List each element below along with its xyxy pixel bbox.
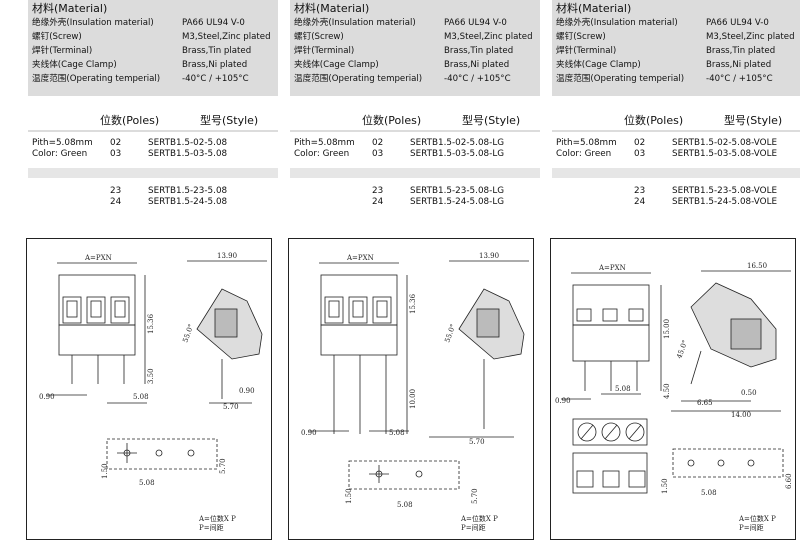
svg-text:5.08: 5.08 xyxy=(133,393,149,401)
svg-text:1.50: 1.50 xyxy=(345,488,353,504)
svg-text:45.0°: 45.0° xyxy=(675,339,689,360)
spec-row: 夹线体(Cage Clamp)Brass,Ni plated xyxy=(556,60,772,70)
svg-text:5.70: 5.70 xyxy=(469,438,485,446)
svg-text:13.90: 13.90 xyxy=(479,252,499,260)
svg-text:6.60: 6.60 xyxy=(785,473,793,489)
svg-text:0.90: 0.90 xyxy=(555,397,571,405)
svg-text:4.50: 4.50 xyxy=(663,383,671,399)
svg-text:5.08: 5.08 xyxy=(615,385,631,393)
technical-drawing-1: A=PXN 13.90 15.36 55.0° 0.90 5.08 3.50 0… xyxy=(26,238,272,540)
style-table-header: 位数(Poles)型号(Style) xyxy=(100,114,259,127)
divider xyxy=(552,130,800,132)
spec-row: 夹线体(Cage Clamp)Brass,Ni plated xyxy=(32,60,248,70)
svg-text:15.36: 15.36 xyxy=(409,293,417,314)
divider xyxy=(290,130,540,132)
svg-text:55.0°: 55.0° xyxy=(443,323,457,344)
svg-text:6.65: 6.65 xyxy=(697,399,713,407)
drawing-svg: A=PXN 13.90 15.36 55.0° 0.90 5.08 10.00 … xyxy=(301,252,529,532)
divider xyxy=(290,168,540,178)
svg-text:3.50: 3.50 xyxy=(147,368,155,384)
svg-text:5.70: 5.70 xyxy=(219,458,227,474)
svg-text:15.36: 15.36 xyxy=(147,313,155,334)
svg-text:A=位数X P: A=位数X P xyxy=(198,514,236,523)
material-title: 材料(Material) xyxy=(32,2,108,15)
svg-text:15.00: 15.00 xyxy=(663,319,671,339)
svg-text:0.90: 0.90 xyxy=(301,429,317,437)
spec-row: 螺钉(Screw)M3,Steel,Zinc plated xyxy=(556,32,795,42)
svg-text:A=位数X P: A=位数X P xyxy=(460,514,498,523)
svg-text:5.08: 5.08 xyxy=(139,479,155,487)
material-title: 材料(Material) xyxy=(294,2,370,15)
drawing-svg: A=PXN 13.90 15.36 55.0° 0.90 5.08 3.50 0… xyxy=(39,252,267,532)
svg-text:P=间距: P=间距 xyxy=(199,524,224,532)
svg-text:13.90: 13.90 xyxy=(217,252,237,260)
svg-text:1.50: 1.50 xyxy=(101,463,109,479)
material-spec-block: 材料(Material) 绝缘外壳(Insulation material)PA… xyxy=(290,0,540,96)
svg-text:A=PXN: A=PXN xyxy=(598,264,626,272)
svg-text:5.08: 5.08 xyxy=(397,501,413,509)
divider xyxy=(552,168,800,178)
svg-text:1.50: 1.50 xyxy=(661,478,669,494)
spec-row: 焊针(Terminal)Brass,Tin plated xyxy=(294,46,514,56)
svg-text:16.50: 16.50 xyxy=(747,262,767,270)
technical-drawing-2: A=PXN 13.90 15.36 55.0° 0.90 5.08 10.00 … xyxy=(288,238,534,540)
spec-column-1: 材料(Material) 绝缘外壳(Insulation material)PA… xyxy=(28,0,278,208)
svg-text:5.08: 5.08 xyxy=(389,429,405,437)
spec-row: 绝缘外壳(Insulation material)PA66 UL94 V-0 xyxy=(294,18,507,28)
svg-text:0.90: 0.90 xyxy=(39,393,55,401)
svg-text:0.90: 0.90 xyxy=(239,387,255,395)
drawing-svg: A=PXN 16.50 15.00 45.0° 0.90 5.08 4.50 0… xyxy=(555,262,793,532)
spec-column-3: 材料(Material) 绝缘外壳(Insulation material)PA… xyxy=(552,0,800,208)
spec-row: 绝缘外壳(Insulation material)PA66 UL94 V-0 xyxy=(32,18,245,28)
svg-text:P=间距: P=间距 xyxy=(461,524,486,532)
spec-row: 焊针(Terminal)Brass,Tin plated xyxy=(32,46,252,56)
technical-drawing-3: A=PXN 16.50 15.00 45.0° 0.90 5.08 4.50 0… xyxy=(550,238,796,540)
spec-row: 温度范围(Operating temperial)-40°C / +105°C xyxy=(556,74,773,84)
spec-row: 螺钉(Screw)M3,Steel,Zinc plated xyxy=(294,32,533,42)
svg-text:10.00: 10.00 xyxy=(409,389,417,409)
divider xyxy=(28,130,278,132)
svg-text:5.70: 5.70 xyxy=(223,403,239,411)
material-spec-block: 材料(Material) 绝缘外壳(Insulation material)PA… xyxy=(552,0,800,96)
svg-text:P=间距: P=间距 xyxy=(739,524,764,532)
style-table-header: 位数(Poles)型号(Style) xyxy=(362,114,521,127)
svg-text:A=PXN: A=PXN xyxy=(346,254,374,262)
svg-text:A=PXN: A=PXN xyxy=(84,254,112,262)
svg-text:A=位数X P: A=位数X P xyxy=(738,514,776,523)
style-table-header: 位数(Poles)型号(Style) xyxy=(624,114,783,127)
spec-row: 焊针(Terminal)Brass,Tin plated xyxy=(556,46,776,56)
spec-row: 温度范围(Operating temperial)-40°C / +105°C xyxy=(294,74,511,84)
material-spec-block: 材料(Material) 绝缘外壳(Insulation material)PA… xyxy=(28,0,278,96)
svg-text:5.70: 5.70 xyxy=(471,488,479,504)
svg-text:14.00: 14.00 xyxy=(731,411,751,419)
svg-text:0.50: 0.50 xyxy=(741,389,757,397)
spec-row: 温度范围(Operating temperial)-40°C / +105°C xyxy=(32,74,249,84)
spec-row: 绝缘外壳(Insulation material)PA66 UL94 V-0 xyxy=(556,18,769,28)
spec-column-2: 材料(Material) 绝缘外壳(Insulation material)PA… xyxy=(290,0,540,208)
divider xyxy=(28,168,278,178)
svg-text:55.0°: 55.0° xyxy=(181,323,195,344)
svg-text:5.08: 5.08 xyxy=(701,489,717,497)
spec-row: 螺钉(Screw)M3,Steel,Zinc plated xyxy=(32,32,271,42)
material-title: 材料(Material) xyxy=(556,2,632,15)
spec-row: 夹线体(Cage Clamp)Brass,Ni plated xyxy=(294,60,510,70)
